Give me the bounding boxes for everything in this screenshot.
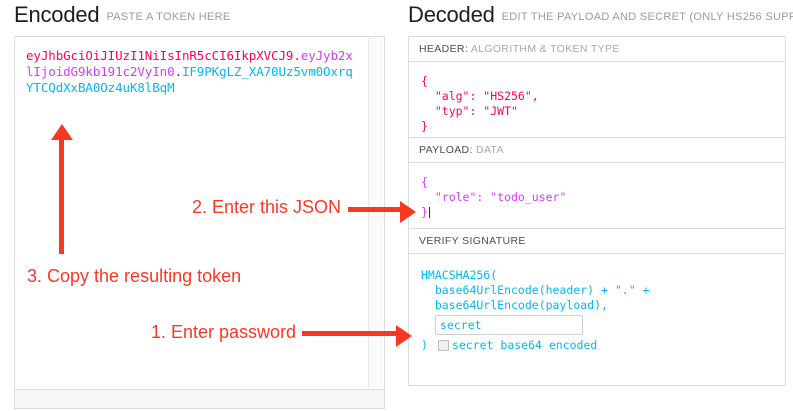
header-label-faint: ALGORITHM & TOKEN TYPE: [470, 43, 620, 55]
signature-close-paren: ): [421, 338, 428, 352]
signature-line-2: base64UrlEncode(header) + "." +: [421, 283, 650, 297]
decoded-subtitle-text: EDIT THE PAYLOAD AND SECRET (ONLY HS256 …: [501, 11, 793, 23]
annotation-step-2-line: [348, 207, 402, 212]
base64-encoded-label: secret base64 encoded: [451, 338, 598, 352]
base64-encoded-checkbox[interactable]: [437, 340, 449, 351]
annotation-step-3-text: 3. Copy the resulting token: [27, 266, 242, 286]
annotation-step-1-arrowhead-icon: [396, 325, 412, 347]
payload-label-faint: DATA: [476, 144, 504, 156]
payload-section-label: PAYLOAD: DATA: [409, 138, 785, 163]
payload-line-3: }: [421, 205, 428, 219]
annotation-step-1-text: 1. Enter password: [151, 322, 297, 342]
header-label-strong: HEADER:: [419, 43, 469, 55]
encoded-token-text[interactable]: eyJhbGciOiJIUzI1NiIsInR5cCI6IkpXVCJ9.eyJ…: [26, 48, 358, 96]
header-json-editor[interactable]: { "alg": "HS256", "typ": "JWT" }: [409, 62, 785, 138]
encoded-token-panel[interactable]: eyJhbGciOiJIUzI1NiIsInR5cCI6IkpXVCJ9.eyJ…: [14, 36, 385, 390]
token-dot-1: .: [293, 48, 301, 63]
signature-label-strong: VERIFY SIGNATURE: [419, 235, 526, 247]
annotation-step-3-arrowhead-icon: [51, 124, 73, 140]
signature-line-3: base64UrlEncode(payload),: [421, 298, 608, 312]
annotation-step-2-text: 2. Enter this JSON: [192, 197, 342, 217]
header-section-label: HEADER: ALGORITHM & TOKEN TYPE: [409, 37, 785, 62]
token-header-segment: eyJhbGciOiJIUzI1NiIsInR5cCI6IkpXVCJ9: [26, 48, 294, 63]
signature-section-label: VERIFY SIGNATURE: [409, 229, 785, 254]
payload-label-strong: PAYLOAD:: [419, 144, 473, 156]
token-dot-2: .: [174, 64, 183, 79]
annotation-step-2-arrowhead-icon: [400, 201, 416, 223]
encoded-title-text: Encoded: [14, 2, 100, 27]
decoded-panel: HEADER: ALGORITHM & TOKEN TYPE { "alg": …: [408, 36, 786, 386]
encoded-subtitle-text: PASTE A TOKEN HERE: [106, 11, 231, 23]
payload-line-1: {: [421, 175, 428, 189]
payload-line-2: "role": "todo_user": [421, 190, 567, 204]
decoded-title-text: Decoded: [408, 2, 495, 27]
encoded-column-heading: Encoded PASTE A TOKEN HERE: [14, 2, 230, 28]
annotation-step-1-line: [302, 331, 398, 336]
signature-line-1: HMACSHA256(: [421, 268, 498, 282]
decoded-column-heading: Decoded EDIT THE PAYLOAD AND SECRET (ONLY…: [408, 2, 793, 28]
token-signature-segment: IF9PKgLZ_XA70Uz5vm0OxrqYTCQdXxBA0Oz4uK8l…: [26, 64, 353, 95]
payload-json-editor[interactable]: { "role": "todo_user" }: [409, 163, 785, 229]
encoded-panel-footer: [14, 390, 385, 409]
text-cursor: [428, 207, 430, 218]
signature-editor: HMACSHA256( base64UrlEncode(header) + ".…: [409, 254, 785, 358]
annotation-step-3-line: [59, 139, 64, 254]
secret-input[interactable]: [435, 315, 583, 335]
token-payload-segment: eyJyb2xlIjoidG9kb191c2VyIn0: [26, 48, 353, 79]
encoded-panel-scrollbar[interactable]: [368, 38, 383, 388]
